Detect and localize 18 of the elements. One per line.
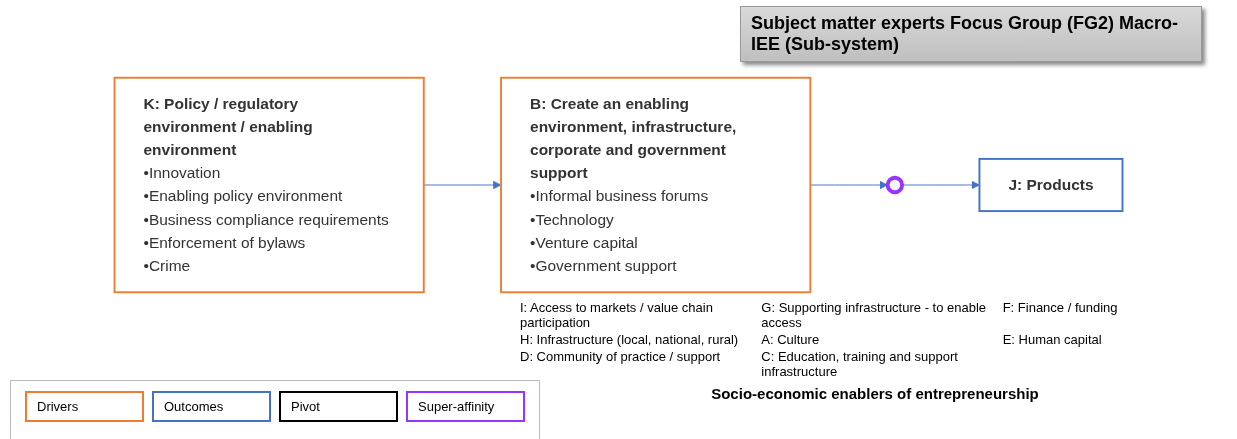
enabler-label: G: Supporting infrastructure - to enable access [761,300,988,330]
node-circle [885,175,905,195]
enabler-label: F: Finance / funding [1002,300,1119,317]
enabler-label: I: Access to markets / value chain participation [520,300,714,330]
diagram-caption: Socio-economic enablers of entrepreneurship [710,385,1040,402]
diagram-title: Subject matter experts Focus Group (FG2) Macro-IEE (Sub-system) [740,6,1202,62]
node-box: B: Create an enabling environment, infrastructure, corporate and government support •Informal business forums •Technology •Venture capital •Government support [500,76,812,294]
enabler-label: C: Education, training and support infrastructure [761,349,959,379]
enabler-label: H: Infrastructure (local, national, rural) [520,332,740,347]
enabler-label: A: Culture [761,332,821,347]
legend-item: Outcomes [152,391,271,422]
enabler-label: D: Community of practice / support [520,349,722,366]
enabler-label: E: Human capital [1002,332,1103,347]
legend-item: Super-affinity [406,391,525,422]
node-box: K: Policy / regulatory environment / enabling environment •Innovation •Enabling policy environment •Business compliance requirements •Enforcement of bylaws •Crime [113,76,425,294]
legend-item: Pivot [279,391,398,422]
legend-item: Drivers [25,391,144,422]
node-box: J: Products [978,157,1124,213]
